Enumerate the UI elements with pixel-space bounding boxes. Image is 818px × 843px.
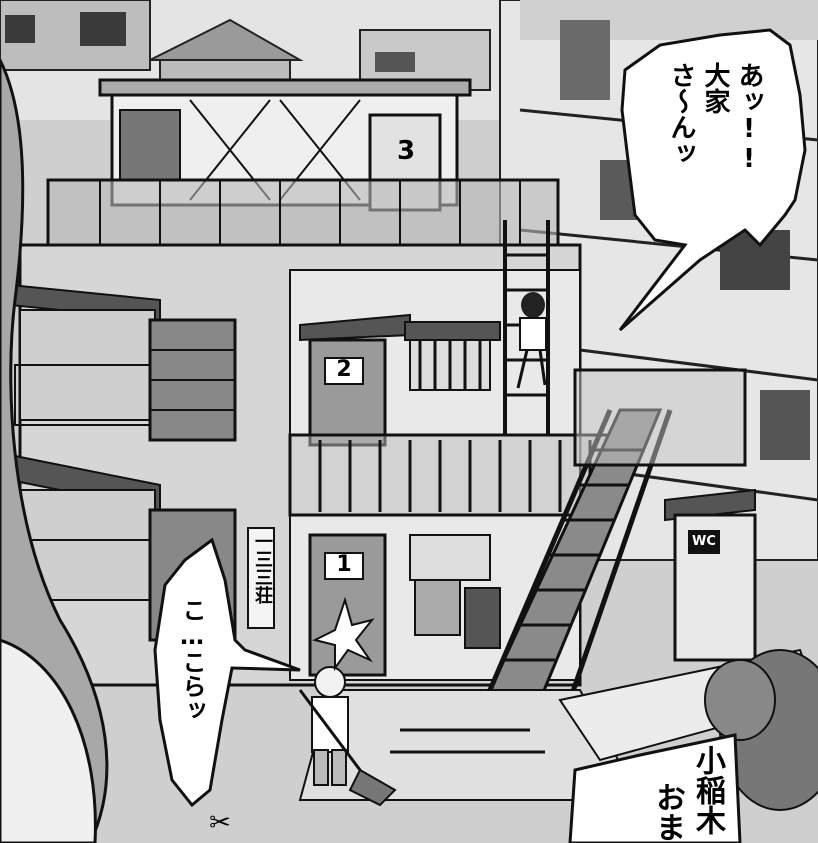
caption-box-shape: [568, 733, 742, 843]
caption-col1: 小稲木: [690, 745, 725, 835]
speech-left-col1: こ…こらッ: [178, 598, 206, 722]
foreground-character-partial: [0, 59, 109, 843]
bushes: [704, 649, 818, 811]
door-number-1: 1: [336, 552, 352, 577]
speech-top-right-col3: さ〜んッ: [666, 62, 696, 166]
door-number-3: 3: [396, 136, 416, 166]
girl-climbing-ladder: [516, 292, 547, 389]
surprise-mark-icon: [312, 596, 375, 672]
door-number-2: 2: [336, 357, 352, 382]
speech-bubble-top-right-shape: [618, 28, 807, 332]
caption-col2: おま: [650, 782, 685, 842]
main-building: [9, 78, 818, 801]
building-name-sign: 一三三荘: [252, 532, 273, 604]
landlord-sweeping: [298, 666, 397, 807]
toilet-sign: WC: [692, 534, 716, 549]
speech-top-right-col1: あッ!!: [734, 62, 764, 174]
scissors-icon: ✂: [209, 808, 231, 838]
speech-bubble-left-shape: [153, 537, 301, 808]
speech-top-right-col2: 大家: [700, 62, 730, 114]
